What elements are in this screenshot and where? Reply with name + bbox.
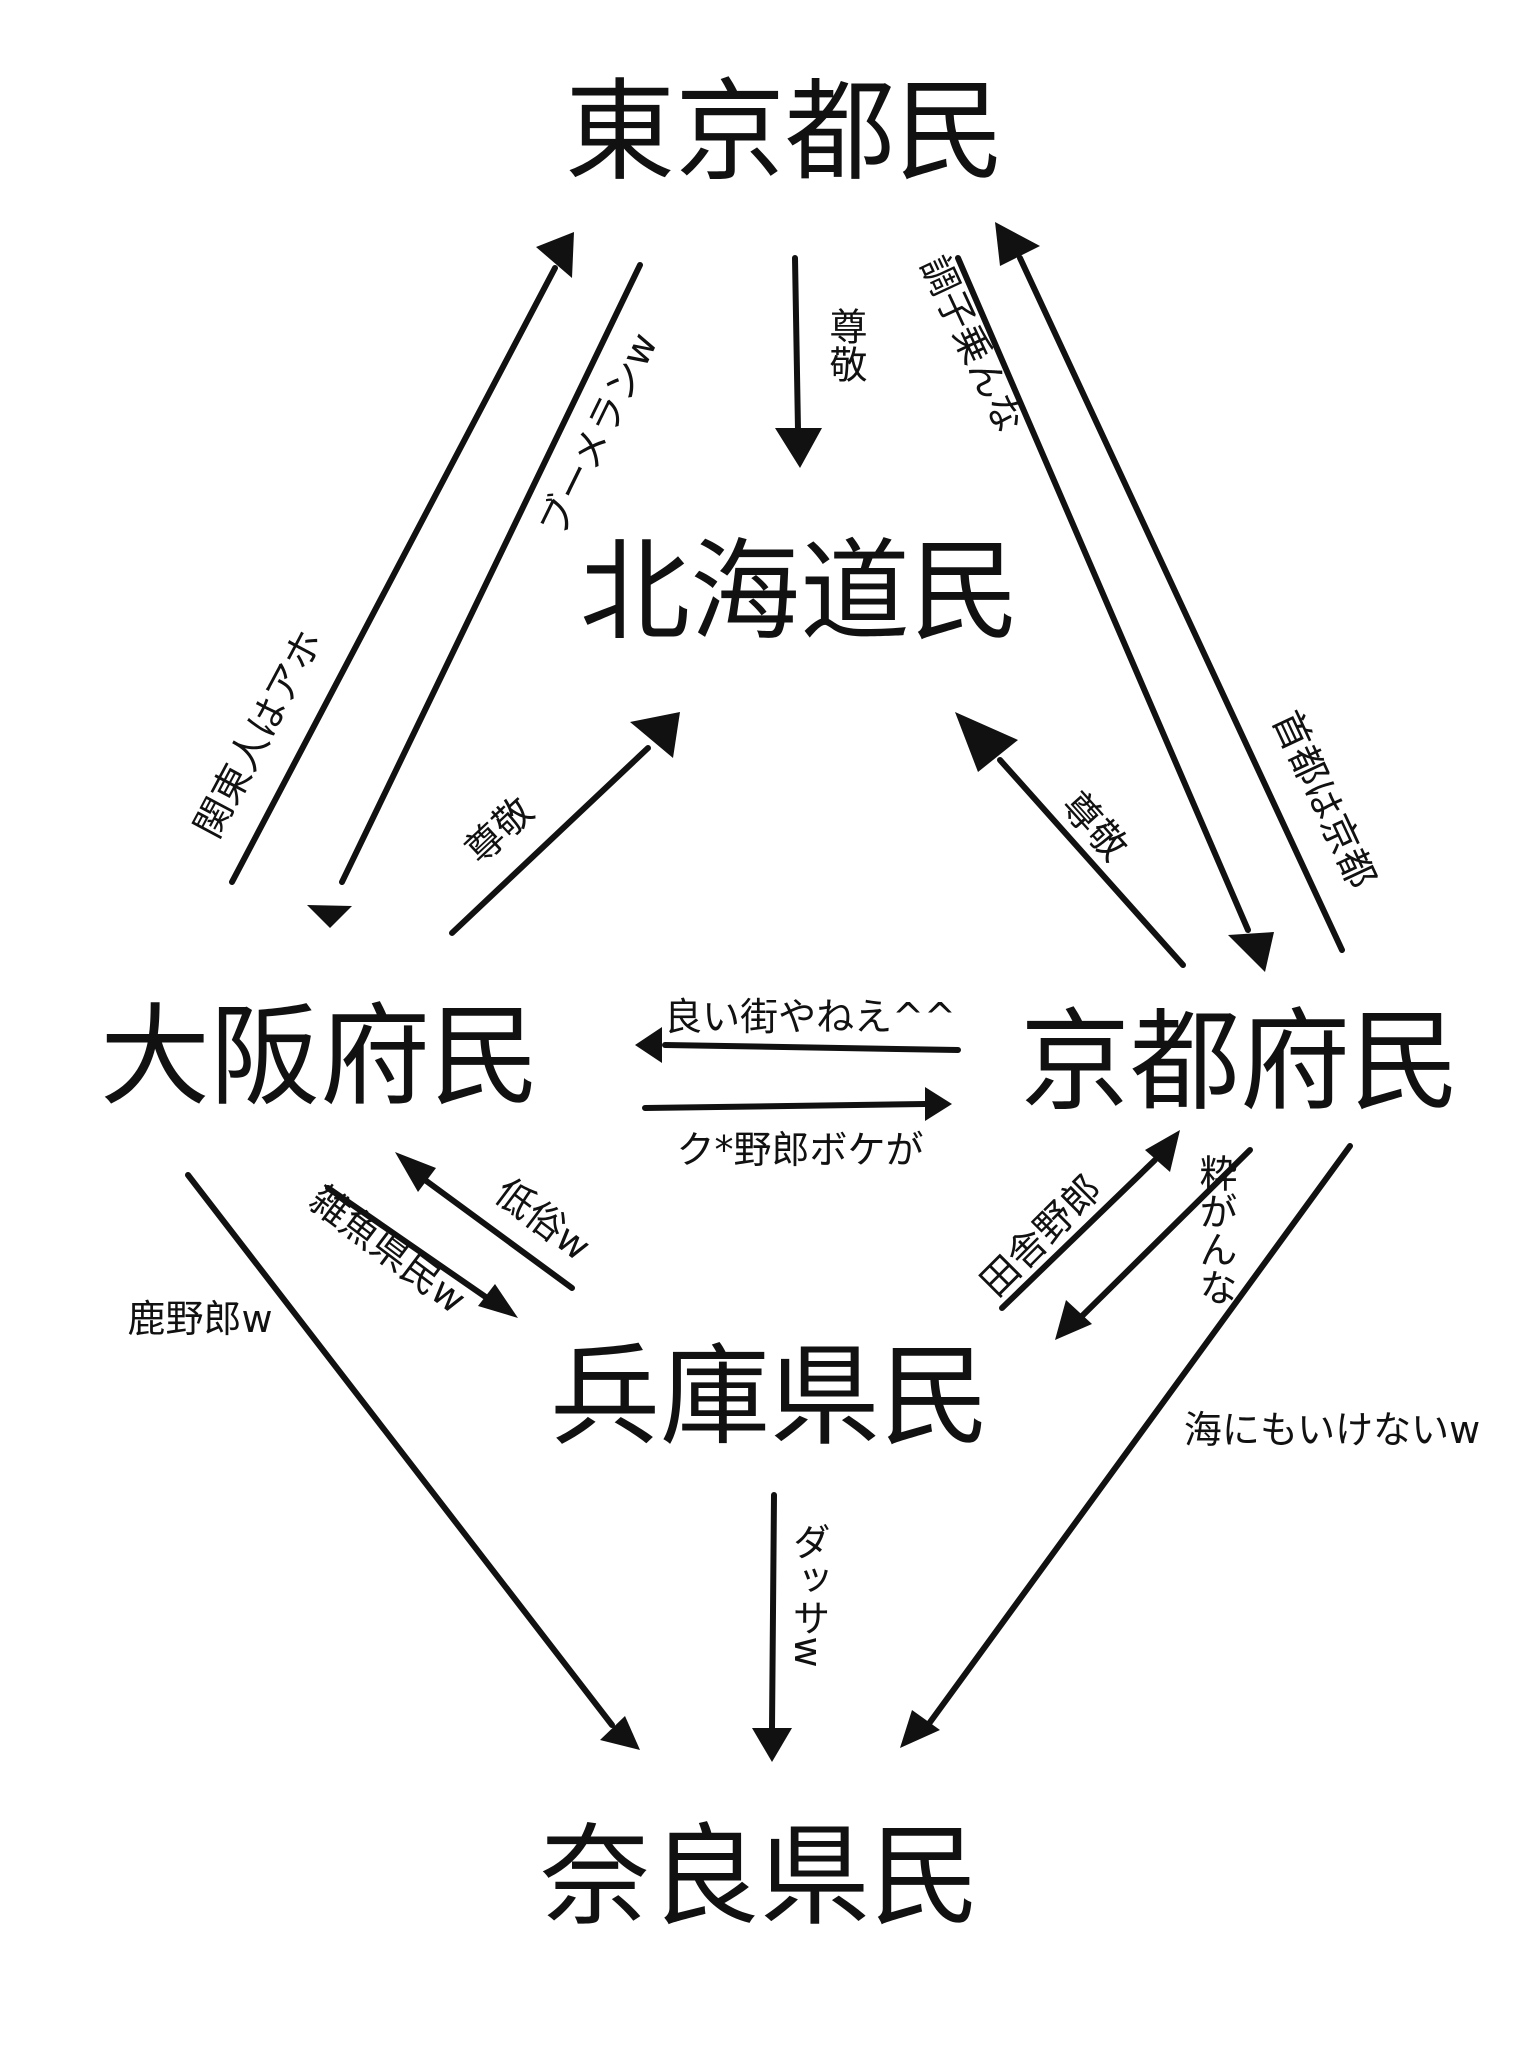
arrowhead-tokyo-hokkaido: [775, 428, 822, 468]
arrowhead-hyogo-kyoto: [1145, 1130, 1180, 1172]
edge-label-kyoto-tokyo: 首都は京都: [1264, 704, 1384, 895]
edge-line-osaka-hyogo: [325, 1185, 493, 1303]
node-kyoto: 京都府民: [1020, 998, 1460, 1126]
edge-label-hyogo-nara: ダッサw: [786, 1522, 830, 1667]
arrowhead-osaka-kyoto: [925, 1087, 952, 1121]
edge-line-tokyo-osaka: [339, 262, 643, 885]
edge-label-osaka-nara: 鹿野郎w: [127, 1297, 272, 1341]
node-nara: 奈良県民: [540, 1813, 980, 1941]
edge-line-kyoto-osaka: [662, 1042, 961, 1053]
edge-label-kyoto-osaka: 良い街やねえ^^: [664, 995, 956, 1039]
edge-line-hyogo-osaka: [422, 1177, 575, 1291]
edge-label-kyoto-hokkaido: 尊敬: [1053, 783, 1137, 869]
edge-line-tokyo-hokkaido: [792, 255, 801, 433]
arrowhead-kyoto-nara: [900, 1710, 940, 1748]
arrowhead-osaka-hokkaido: [630, 712, 680, 758]
arrowhead-osaka-nara: [600, 1716, 640, 1750]
arrowhead-osaka-tokyo: [536, 232, 574, 278]
edge-line-kyoto-hokkaido: [997, 757, 1186, 968]
edge-line-kyoto-hyogo: [1075, 1147, 1253, 1323]
arrowhead-hyogo-osaka: [395, 1152, 436, 1192]
arrowhead-kyoto-tokyo: [995, 222, 1040, 266]
node-hokkaido: 北海道民: [580, 528, 1020, 656]
edge-line-hyogo-kyoto: [999, 1157, 1158, 1311]
edge-label-tokyo-hokkaido: 尊敬: [823, 307, 867, 383]
node-tokyo: 東京都民: [565, 68, 1005, 196]
edge-label-hyogo-kyoto: 田舎野郎: [972, 1167, 1111, 1306]
edge-line-tokyo-kyoto: [955, 255, 1251, 933]
edge-line-osaka-nara: [185, 1172, 615, 1728]
edge-label-osaka-kyoto: ク*野郎ボケが: [676, 1128, 923, 1172]
edge-label-kyoto-nara: 海にもいけないw: [1184, 1408, 1480, 1452]
edge-line-hyogo-nara: [769, 1492, 777, 1731]
edge-label-tokyo-kyoto: 調子乗んな: [912, 249, 1032, 440]
node-osaka: 大阪府民: [100, 993, 540, 1121]
arrowhead-tokyo-osaka: [307, 905, 352, 928]
arrowhead-kyoto-hyogo: [1055, 1300, 1092, 1340]
arrowhead-hyogo-nara: [752, 1728, 792, 1762]
arrowhead-kyoto-hokkaido: [955, 712, 1018, 772]
edge-line-kyoto-tokyo: [1017, 255, 1345, 953]
edge-label-hyogo-osaka: 低俗w: [487, 1170, 599, 1270]
edge-line-kyoto-nara: [925, 1143, 1353, 1728]
edge-line-osaka-tokyo: [229, 265, 558, 885]
edge-label-tokyo-osaka: ブーメランw: [530, 326, 666, 543]
arrowhead-tokyo-kyoto: [1228, 932, 1274, 972]
edge-label-kyoto-hyogo: 粋がんな: [1193, 1154, 1237, 1306]
arrowhead-kyoto-osaka: [635, 1027, 662, 1063]
node-hyogo: 兵庫県民: [550, 1333, 990, 1461]
edge-line-osaka-hokkaido: [449, 745, 651, 936]
arrowhead-osaka-hyogo: [478, 1284, 518, 1318]
edge-line-osaka-kyoto: [642, 1101, 928, 1111]
